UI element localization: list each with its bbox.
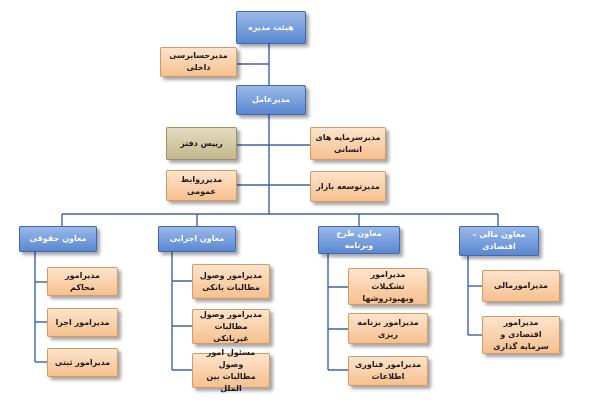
manager-box: مدیرامور فناوری اطلاعات	[348, 356, 428, 386]
deputy-finance-label: معاون مالی – اقتصادی	[472, 230, 526, 251]
manager-label: مدیرامور تشکیلات وبهبودروشها	[362, 269, 414, 303]
manager-label: مدیرامورمالی	[494, 281, 548, 290]
manager-label: مدیرامور وصول مطالبات بانکی	[199, 270, 263, 292]
board-label: هیئت مدیره	[248, 22, 294, 32]
market-development-box: مدیرتوسعه بازار	[310, 171, 386, 202]
manager-label: مسئول امور وصول مطالبات بین الملل	[206, 347, 256, 393]
deputy-finance-box: معاون مالی – اقتصادی	[459, 226, 539, 256]
manager-label: مدیرامور اجرا	[55, 317, 110, 327]
manager-box: مدیرامور وصول مطالبات غیربانکی	[192, 309, 270, 344]
ceo-box: مدیرعامل	[236, 85, 306, 115]
deputy-legal-box: معاون حقوقی	[19, 226, 97, 252]
manager-box: مدیرامور تشکیلات وبهبودروشها	[348, 268, 428, 305]
public-relations-label: مدیرروابط عمومی	[180, 174, 223, 196]
internal-audit-label: مدیرحسابرسی داخلی	[169, 51, 228, 72]
manager-label: مدیرامور وصول مطالبات غیربانکی	[199, 309, 263, 343]
manager-label: مدیرامور فناوری اطلاعات	[354, 360, 422, 381]
human-capital-box: مدیرسرمایه های انسانی	[310, 127, 386, 160]
deputy-executive-box: معاون اجرایی	[158, 226, 236, 252]
office-head-label: رییس دفتر	[180, 138, 223, 148]
deputy-executive-label: معاون اجرایی	[169, 234, 225, 243]
manager-label: مدیرامور ثبتی	[54, 357, 111, 367]
ceo-label: مدیرعامل	[251, 95, 291, 104]
manager-box: مدیرامور محاکم	[47, 267, 118, 296]
deputy-legal-label: معاون حقوقی	[29, 234, 87, 243]
office-head-box: رییس دفتر	[166, 127, 237, 160]
manager-box: مسئول امور وصول مطالبات بین الملل	[192, 348, 270, 393]
public-relations-box: مدیرروابط عمومی	[166, 170, 237, 201]
manager-label: مدیرامور برنامه ریزی	[357, 317, 419, 339]
board-box: هیئت مدیره	[236, 11, 306, 44]
manager-label: مدیرامور محاکم	[65, 270, 100, 292]
manager-box: مدیرامور اقتصادی و سرمایه گذاری	[482, 316, 560, 354]
manager-box: مدیرامور ثبتی	[47, 348, 118, 377]
market-development-label: مدیرتوسعه بازار	[316, 181, 380, 191]
manager-box: مدیرامور برنامه ریزی	[348, 313, 428, 344]
deputy-planning-box: معاون طرح وبرنامه	[318, 226, 400, 254]
deputy-planning-label: معاون طرح وبرنامه	[336, 229, 382, 250]
manager-box: مدیرامورمالی	[482, 270, 560, 302]
manager-label: مدیرامور اقتصادی و سرمایه گذاری	[493, 318, 549, 351]
internal-audit-box: مدیرحسابرسی داخلی	[160, 47, 237, 77]
manager-box: مدیرامور وصول مطالبات بانکی	[192, 264, 270, 299]
manager-box: مدیرامور اجرا	[47, 308, 118, 337]
human-capital-label: مدیرسرمایه های انسانی	[315, 132, 381, 154]
